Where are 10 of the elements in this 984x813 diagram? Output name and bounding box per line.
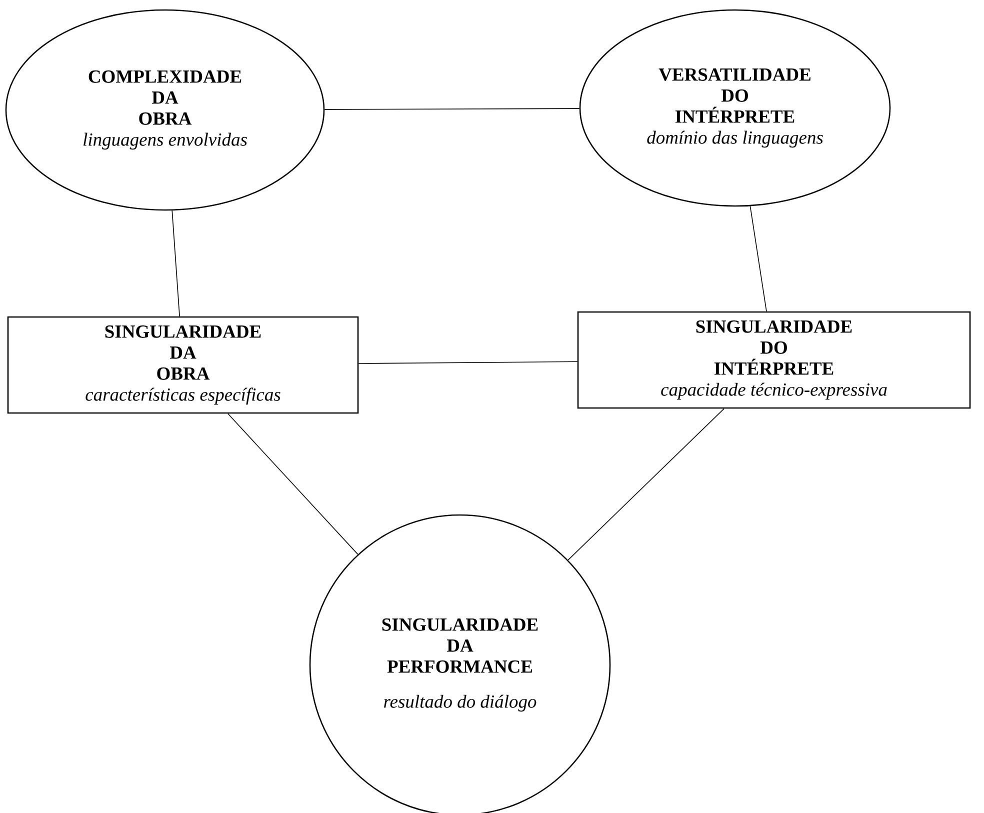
ellipse-node: COMPLEXIDADE DA OBRA linguagens envolvidas [5,9,325,211]
connector-line [568,408,724,560]
connector-line [172,210,180,317]
connector-line [228,413,358,555]
rectangle-node: SINGULARIDADE DA OBRA características específicas [7,316,359,414]
connector-line [750,206,767,312]
connector-line [358,361,578,364]
rectangle-node: SINGULARIDADE DO INTÉRPRETE capacidade técnico-expressiva [577,311,971,409]
connector-line [324,108,580,110]
ellipse-node: VERSATILIDADE DO INTÉRPRETE domínio das linguagens [579,9,891,207]
